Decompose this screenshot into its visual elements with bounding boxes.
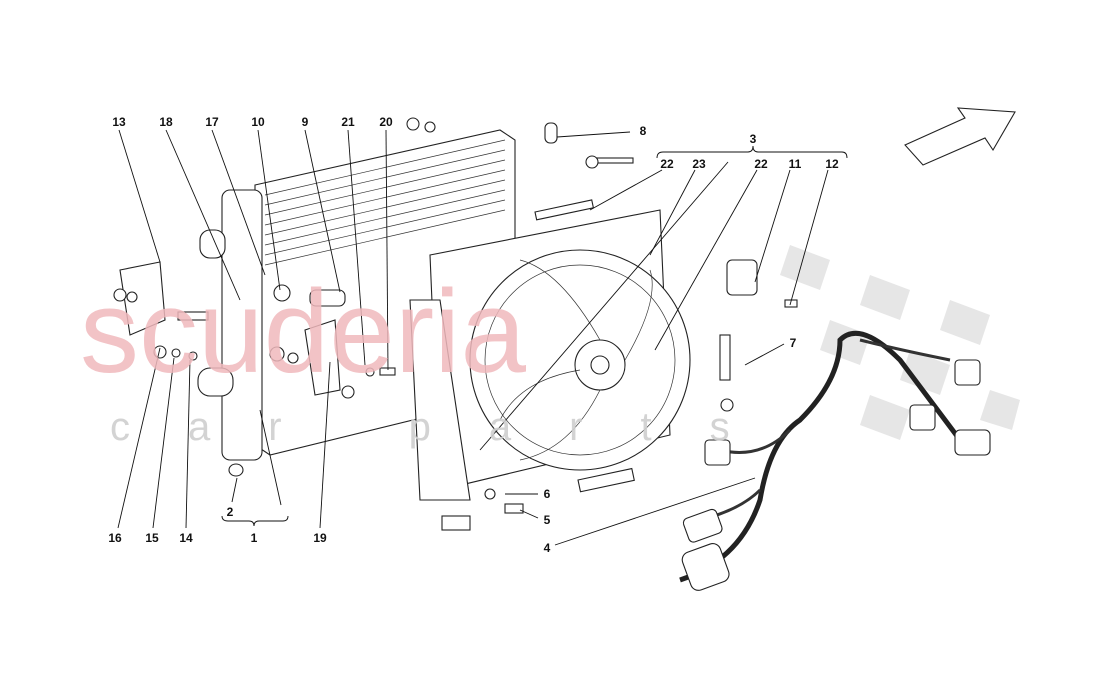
- checker-flag-watermark: [780, 245, 1020, 440]
- callout-7: 7: [790, 336, 797, 350]
- callout-1: 1: [251, 531, 258, 545]
- callout-15: 15: [145, 531, 159, 545]
- callout-13: 13: [112, 115, 126, 129]
- callout-11: 11: [789, 157, 802, 171]
- callout-8: 8: [640, 124, 647, 138]
- callout-23: 23: [692, 157, 706, 171]
- watermark-scuderia: scuderia: [80, 266, 526, 398]
- callout-12: 12: [825, 157, 839, 171]
- callout-16: 16: [108, 531, 122, 545]
- callout-labels: 13 18 17 10 9 21 20 8 3 22 23 22 11 12 7…: [108, 115, 839, 555]
- leader-lines: [117, 129, 848, 546]
- callout-5: 5: [544, 513, 551, 527]
- callout-9: 9: [302, 115, 309, 129]
- direction-arrow-icon: [904, 107, 1016, 166]
- wiring-harness: [679, 330, 991, 591]
- callout-6: 6: [544, 487, 551, 501]
- callout-3: 3: [750, 132, 757, 146]
- callout-18: 18: [159, 115, 173, 129]
- fan-assembly: [409, 199, 691, 531]
- callout-22: 22: [754, 157, 768, 171]
- watermark-car-parts: car parts: [110, 405, 788, 449]
- callout-22: 22: [660, 157, 674, 171]
- callout-4: 4: [544, 541, 551, 555]
- callout-21: 21: [341, 115, 355, 129]
- callout-19: 19: [313, 531, 327, 545]
- callout-20: 20: [379, 115, 393, 129]
- callout-17: 17: [205, 115, 219, 129]
- callout-2: 2: [227, 505, 234, 519]
- hardware-parts: [113, 117, 798, 514]
- callout-14: 14: [179, 531, 193, 545]
- watermark: scuderia car parts: [80, 266, 788, 449]
- callout-10: 10: [251, 115, 265, 129]
